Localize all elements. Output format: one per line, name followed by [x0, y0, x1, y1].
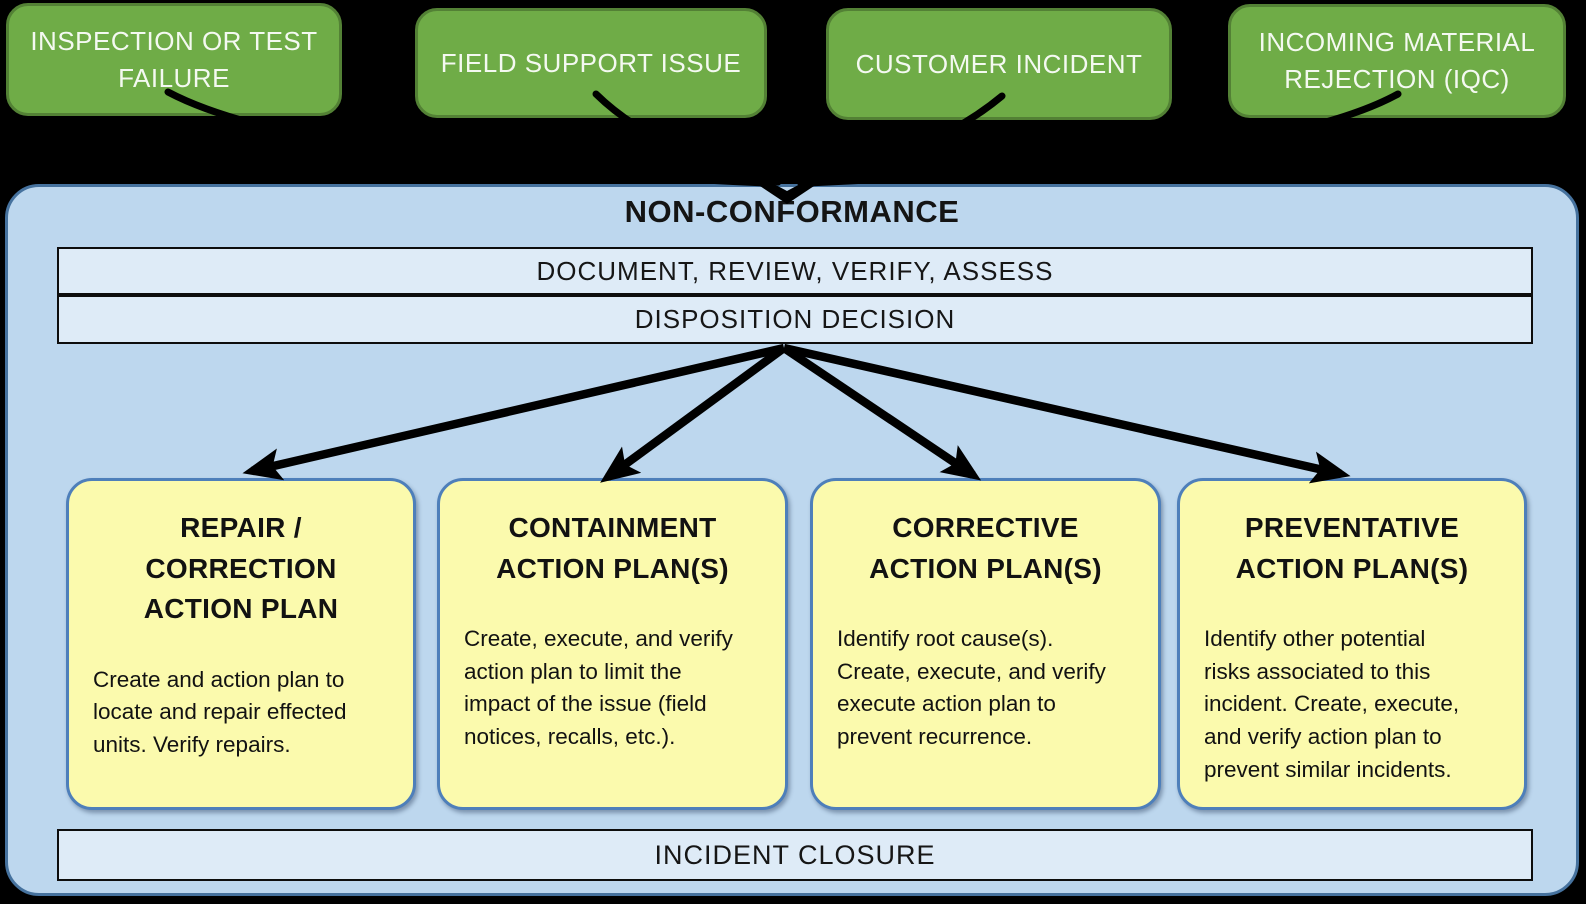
- source-box-label: CUSTOMER INCIDENT: [855, 48, 1143, 79]
- plan-title: REPAIR / CORRECTION ACTION PLAN: [143, 512, 339, 625]
- step-label: INCIDENT CLOSURE: [654, 839, 936, 870]
- plan-card-containment: CONTAINMENT ACTION PLAN(S) Create, execu…: [437, 478, 788, 810]
- step-label: DOCUMENT, REVIEW, VERIFY, ASSESS: [536, 255, 1054, 286]
- source-box-customer-incident: CUSTOMER INCIDENT: [826, 8, 1172, 120]
- source-box-inspection-test-failure: INSPECTION OR TEST FAILURE: [6, 3, 342, 116]
- source-box-label: INCOMING MATERIAL REJECTION (IQC): [1258, 27, 1536, 94]
- source-box-incoming-material-rejection: INCOMING MATERIAL REJECTION (IQC): [1228, 4, 1566, 118]
- plan-body: Identify other potential risks associate…: [1204, 626, 1460, 782]
- source-box-label: FIELD SUPPORT ISSUE: [440, 47, 742, 78]
- plan-title: CORRECTIVE ACTION PLAN(S): [869, 512, 1102, 584]
- plan-title: CONTAINMENT ACTION PLAN(S): [496, 512, 729, 584]
- plan-card-preventative: PREVENTATIVE ACTION PLAN(S) Identify oth…: [1177, 478, 1527, 810]
- source-box-field-support-issue: FIELD SUPPORT ISSUE: [415, 8, 767, 118]
- plan-card-repair-correction: REPAIR / CORRECTION ACTION PLAN Create a…: [66, 478, 416, 810]
- plan-body: Create, execute, and verify action plan …: [464, 626, 733, 750]
- plan-body: Create and action plan to locate and rep…: [93, 666, 347, 758]
- plan-card-corrective: CORRECTIVE ACTION PLAN(S) Identify root …: [810, 478, 1161, 810]
- step-incident-closure: INCIDENT CLOSURE: [57, 829, 1533, 881]
- source-box-label: INSPECTION OR TEST FAILURE: [30, 25, 318, 93]
- plan-body: Identify root cause(s). Create, execute,…: [837, 626, 1106, 750]
- step-disposition-decision: DISPOSITION DECISION: [57, 295, 1533, 344]
- step-document-review-verify-assess: DOCUMENT, REVIEW, VERIFY, ASSESS: [57, 247, 1533, 295]
- step-label: DISPOSITION DECISION: [634, 304, 956, 334]
- plan-title: PREVENTATIVE ACTION PLAN(S): [1235, 512, 1469, 584]
- panel-title: NON-CONFORMANCE: [624, 194, 960, 229]
